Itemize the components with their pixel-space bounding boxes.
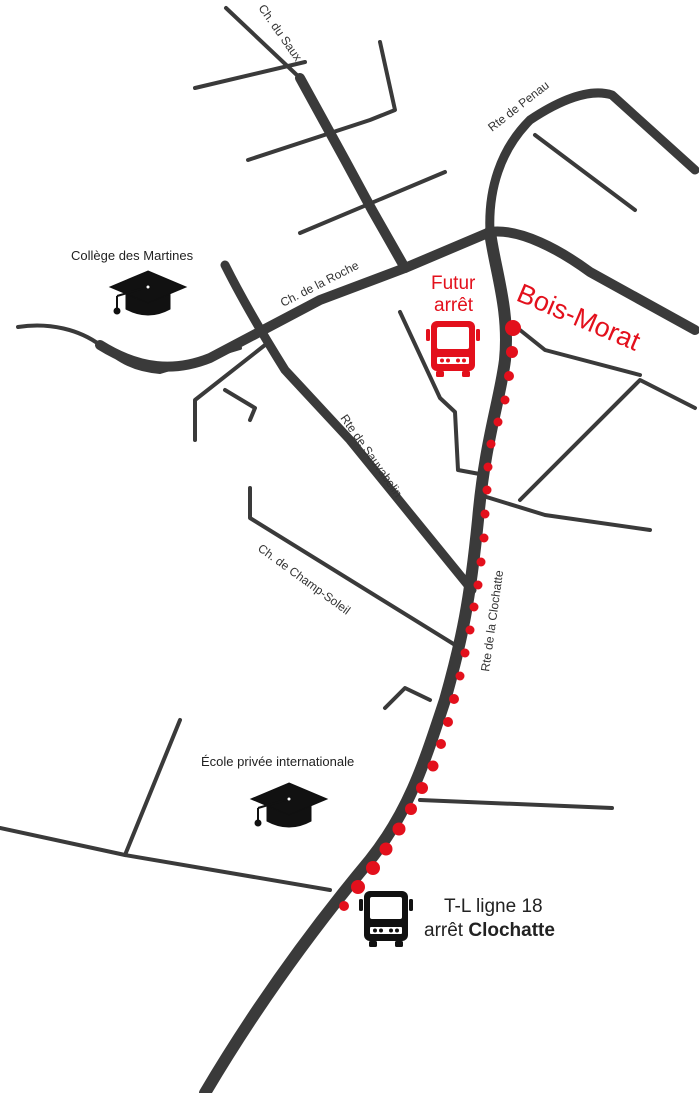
route-dot <box>460 648 470 658</box>
route-dot <box>436 739 446 749</box>
label-line-18: T-L ligne 18 <box>444 896 543 917</box>
road-south-spur <box>123 718 182 857</box>
route-dot <box>479 533 489 543</box>
bus-icon <box>359 891 413 947</box>
route-dot <box>493 417 503 427</box>
road-west-loop <box>193 343 267 442</box>
road-east-2 <box>478 493 652 532</box>
route-dot <box>486 439 496 449</box>
route-dot <box>405 803 417 815</box>
label-ecole-privee-internationale: École privée internationale <box>201 754 354 769</box>
label-ch-du-saux: Ch. du Saux <box>256 2 305 64</box>
label-arret: arrêt <box>434 295 474 316</box>
route-dot <box>351 880 365 894</box>
route-dot <box>505 320 521 336</box>
route-dot <box>480 509 490 519</box>
road-rte-de-penau <box>485 88 699 237</box>
road-east-lower <box>418 798 614 810</box>
label-rte-de-penau: Rte de Penau <box>485 78 551 134</box>
label-stop-prefix: arrêt <box>424 920 468 941</box>
route-dot <box>339 901 349 911</box>
route-dots <box>339 320 521 911</box>
road-east-1 <box>518 378 697 502</box>
graduation-cap-icon <box>250 782 328 828</box>
road-west-spur <box>223 388 257 422</box>
route-dot <box>449 694 459 704</box>
route-dot <box>500 395 510 405</box>
road-side-4 <box>383 686 432 710</box>
route-dot <box>416 782 428 794</box>
road-west <box>16 323 242 374</box>
road-ch-de-champ-soleil <box>248 486 462 650</box>
label-stop-name: arrêt Clochatte <box>424 920 555 941</box>
road-rte-de-penau-ne <box>533 133 637 212</box>
major-roads <box>95 73 699 1093</box>
label-stop-clochatte: Clochatte <box>468 920 555 941</box>
road-side-2 <box>246 40 397 162</box>
route-dot <box>504 371 514 381</box>
route-dot <box>392 822 406 836</box>
label-futur: Futur <box>431 273 476 294</box>
route-dot <box>366 861 380 875</box>
road-north-east-inner <box>398 310 487 477</box>
route-dot <box>476 557 486 567</box>
route-dot <box>465 625 475 635</box>
road-rte-de-la-clochatte <box>199 226 512 1093</box>
route-dot <box>443 717 453 727</box>
road-east-3 <box>518 328 642 377</box>
route-dot <box>379 842 393 856</box>
route-dot <box>483 462 493 472</box>
graduation-cap-icon <box>109 270 187 316</box>
road-side-1 <box>193 60 307 90</box>
road-south-west <box>0 826 332 892</box>
route-dot <box>427 760 439 772</box>
route-dot <box>506 346 518 358</box>
road-rte-de-sauvabelin <box>220 260 477 595</box>
road-ch-du-saux <box>295 73 410 273</box>
route-dot <box>455 671 465 681</box>
route-dot <box>482 485 492 495</box>
route-dot <box>473 580 483 590</box>
label-rte-de-sauvabelin: Rte de Sauvabelin <box>338 412 406 500</box>
label-college-des-martines: Collège des Martines <box>71 248 194 263</box>
route-dot <box>469 602 479 612</box>
bus-icon <box>426 321 480 377</box>
road-ch-de-la-roche <box>95 226 699 372</box>
